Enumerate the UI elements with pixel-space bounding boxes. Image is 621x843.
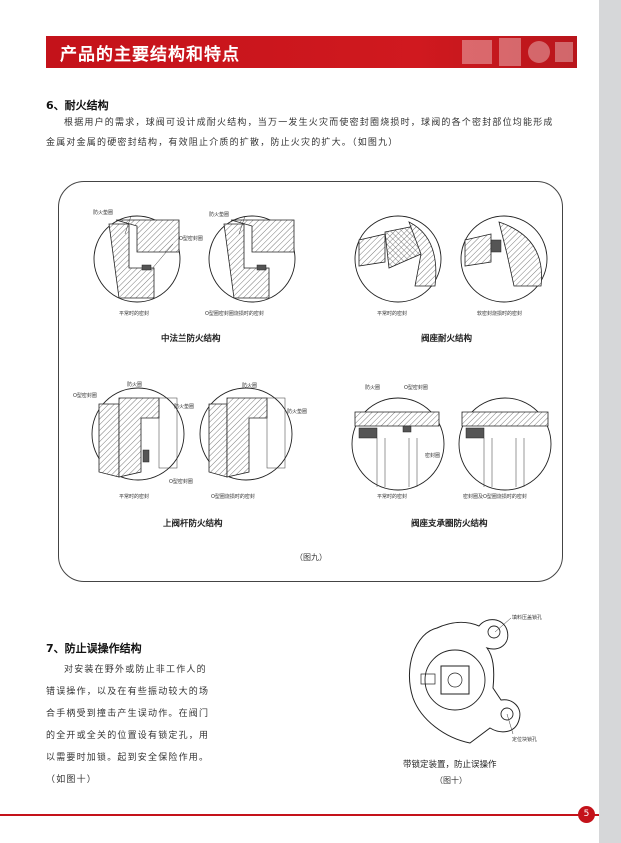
label-positioning-block-lock-hole: 定位块锁孔 xyxy=(512,737,538,743)
page-title: 产品的主要结构和特点 xyxy=(60,45,240,65)
figure-9-frame: 防火垫圈 O型密封圈 防火垫圈 平常时的密封 O型圈密封圈烧损时的密封 平常时的… xyxy=(58,181,563,582)
label-fire-ring-3: 防火圈 xyxy=(365,385,381,391)
section-7-line-2: 错误操作，以及在有些振动较大的场 xyxy=(46,687,210,697)
side-bar xyxy=(599,0,621,843)
figure-10-note: （图十） xyxy=(435,776,467,785)
label-normal-seal-1: 平常时的密封 xyxy=(119,311,150,317)
figure-9-drawings xyxy=(91,215,552,491)
label-fire-pad-3: 防火垫圈 xyxy=(174,404,195,410)
footer-rule xyxy=(0,814,599,816)
label-normal-seal-2: 平常时的密封 xyxy=(377,311,408,317)
figure-10-caption: 带锁定装置，防止误操作 xyxy=(403,760,497,770)
section-7-line-3: 合手柄受到撞击产生误动作。在阀门 xyxy=(46,709,210,719)
label-o-ring-seal-2: O型密封圈 xyxy=(73,393,97,399)
section-7-line-4: 的全开或全关的位置设有锁定孔，用 xyxy=(46,731,210,741)
section-7-line-6: （如图十） xyxy=(46,775,98,785)
section-6-title: 6、耐火结构 xyxy=(46,99,109,112)
label-soft-seal-burnt: 软密封烧损时的密封 xyxy=(477,311,523,317)
label-fire-ring-2: 防火圈 xyxy=(242,383,258,389)
label-normal-seal-3: 平常时的密封 xyxy=(119,494,150,500)
caption-seat-support: 阀座支承圈防火结构 xyxy=(411,519,488,529)
label-o-ring-burnt-seal-1: O型圈密封圈烧损时的密封 xyxy=(205,311,264,317)
figure-10-drawing xyxy=(409,617,521,744)
header-banner: 产品的主要结构和特点 xyxy=(46,36,577,68)
label-seal-and-o-burnt: 密封圈及O型圈烧损时的密封 xyxy=(463,494,527,500)
caption-mid-flange: 中法兰防火结构 xyxy=(161,334,221,344)
label-o-ring-seal-1: O型密封圈 xyxy=(179,236,203,242)
upper-stem-burnt-detail xyxy=(199,387,293,481)
mid-flange-normal-detail xyxy=(93,215,181,303)
caption-upper-stem: 上阀杆防火结构 xyxy=(163,519,223,529)
label-packing-gland-lock-hole: 填料压盖锁孔 xyxy=(512,615,543,621)
seat-normal-detail xyxy=(354,215,442,303)
section-6-paragraph-line-1: 根据用户的需求，球阀可设计成耐火结构，当万一发生火灾而使密封圈烧损时，球阀的各个… xyxy=(64,118,554,128)
seat-support-normal-detail xyxy=(351,397,445,491)
section-7-line-5: 以需要时加锁。起到安全保险作用。 xyxy=(46,753,210,763)
label-fire-pad-1: 防火垫圈 xyxy=(93,210,114,216)
section-6-paragraph-line-2: 金属对金属的硬密封结构，有效阻止介质的扩散，防止火灾的扩大。（如图九） xyxy=(46,138,399,148)
upper-stem-normal-detail xyxy=(91,387,185,481)
page-number: 5 xyxy=(578,806,595,823)
mid-flange-burnt-detail xyxy=(208,215,296,303)
label-fire-pad-4: 防火垫圈 xyxy=(287,409,308,415)
label-fire-pad-2: 防火垫圈 xyxy=(209,212,230,218)
caption-seat: 阀座耐火结构 xyxy=(421,334,473,344)
seat-support-burnt-detail xyxy=(458,397,552,491)
label-o-ring-burnt-seal-2: O型圈烧损时的密封 xyxy=(211,494,255,500)
section-7-line-1: 对安装在野外或防止非工作人的 xyxy=(64,665,207,675)
banner-decoration xyxy=(462,38,573,66)
label-fire-ring-1: 防火圈 xyxy=(127,382,143,388)
label-o-ring-seal-3: O型密封圈 xyxy=(169,479,193,485)
label-o-seal-ring: O型密封圈 xyxy=(404,385,428,391)
label-normal-seal-4: 平常时的密封 xyxy=(377,494,408,500)
seat-burnt-detail xyxy=(460,215,548,303)
label-seal-ring: 密封圈 xyxy=(425,453,441,459)
figure-9-note: （图九） xyxy=(295,553,327,562)
section-7-title: 7、防止误操作结构 xyxy=(46,642,142,655)
